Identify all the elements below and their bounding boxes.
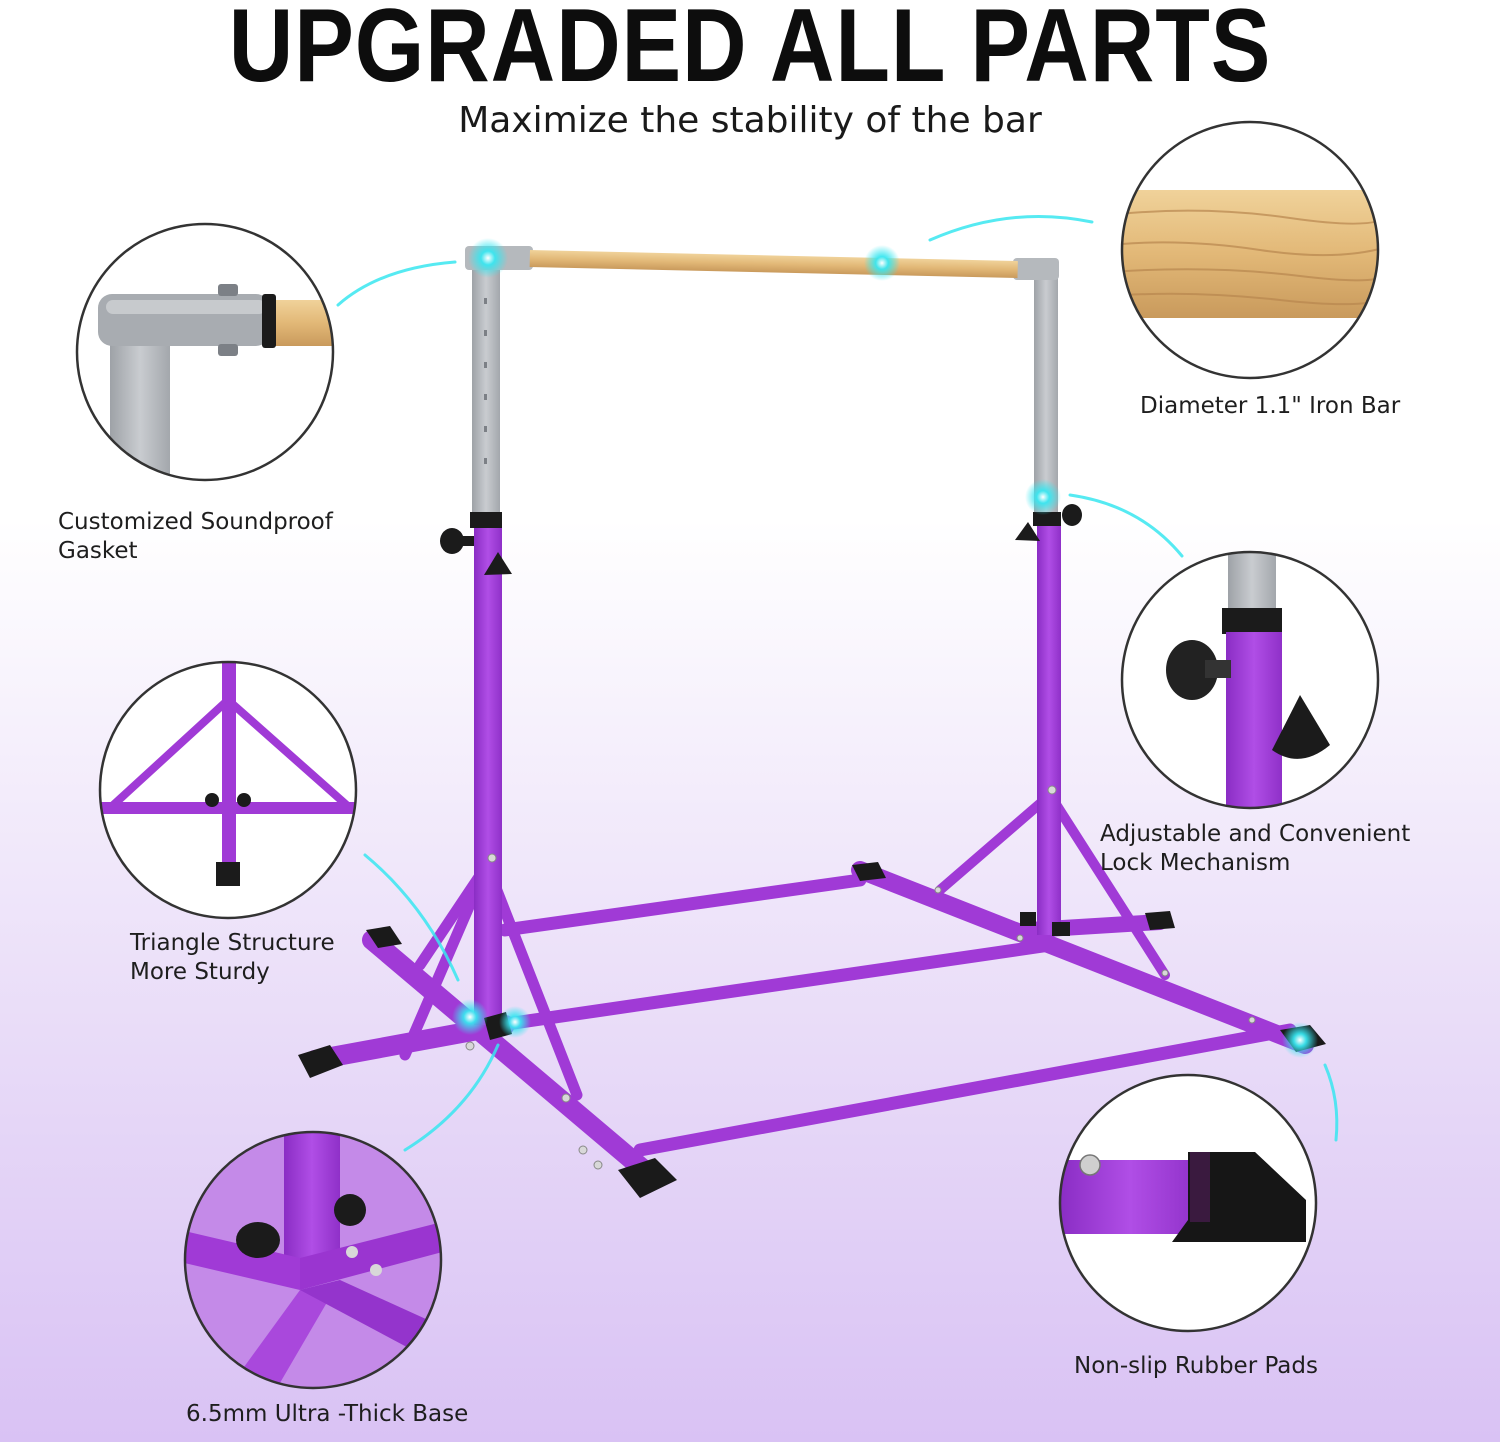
label-rubber-pads: Non-slip Rubber Pads — [1074, 1352, 1318, 1381]
label-line: Non-slip Rubber Pads — [1074, 1353, 1318, 1379]
label-soundproof-gasket: Customized Soundproof Gasket — [58, 508, 333, 566]
headline: UPGRADED ALL PARTS — [228, 0, 1272, 104]
bar-detail-circle — [1120, 120, 1380, 380]
label-line: 6.5mm Ultra -Thick Base — [186, 1401, 469, 1427]
gasket-detail-circle — [75, 222, 335, 482]
subheadline: Maximize the stability of the bar — [458, 100, 1042, 141]
label-line: More Sturdy — [130, 959, 270, 985]
base-detail-circle — [183, 1130, 443, 1390]
label-line: Lock Mechanism — [1100, 850, 1291, 876]
label-thick-base: 6.5mm Ultra -Thick Base — [186, 1400, 468, 1429]
label-lock-mechanism: Adjustable and Convenient Lock Mechanism — [1100, 820, 1410, 878]
horizontal-bar-frame — [298, 246, 1326, 1198]
label-iron-bar: Diameter 1.1" Iron Bar — [1140, 392, 1400, 421]
pads-detail-circle — [1058, 1073, 1318, 1333]
triangle-detail-circle — [98, 660, 358, 920]
callout-connectors — [336, 214, 1339, 1152]
label-line: Triangle Structure — [130, 930, 335, 956]
label-line: Adjustable and Convenient — [1100, 821, 1411, 847]
lock-detail-circle — [1120, 550, 1380, 810]
highlight-glows — [452, 238, 1318, 1058]
label-line: Diameter 1.1" Iron Bar — [1140, 393, 1401, 419]
label-line: Customized Soundproof — [58, 509, 333, 535]
label-triangle-structure: Triangle Structure More Sturdy — [130, 929, 335, 987]
label-line: Gasket — [58, 538, 138, 564]
